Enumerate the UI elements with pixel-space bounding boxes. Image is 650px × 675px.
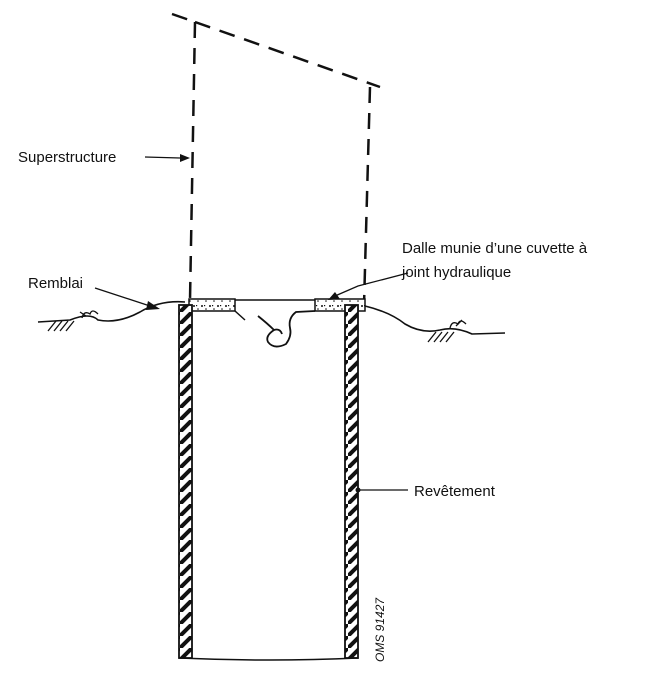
reference-number: OMS 91427 bbox=[373, 597, 387, 662]
superstructure-arrow bbox=[180, 154, 190, 162]
superstructure-outline bbox=[171, 12, 381, 306]
slab-arrow bbox=[328, 292, 340, 300]
label-slab-line1: Dalle munie d’une cuvette à bbox=[402, 240, 588, 257]
lining-dot bbox=[355, 487, 361, 493]
grass-tuft-left bbox=[47, 310, 99, 332]
label-slab-line2: joint hydraulique bbox=[401, 264, 511, 281]
backfill-arrow bbox=[146, 301, 160, 310]
label-backfill: Remblai bbox=[28, 275, 83, 292]
ground-surface bbox=[37, 300, 506, 335]
backfill-leader bbox=[94, 287, 151, 307]
label-lining: Revêtement bbox=[414, 483, 496, 500]
lining-wall-right bbox=[344, 304, 359, 659]
slab-leader bbox=[334, 272, 409, 297]
grass-tuft-right bbox=[427, 319, 467, 343]
lining-wall-left bbox=[178, 304, 193, 659]
pit-bottom bbox=[178, 657, 359, 661]
water-seal-pan bbox=[257, 310, 316, 348]
label-superstructure: Superstructure bbox=[18, 149, 116, 166]
slab bbox=[188, 298, 366, 321]
superstructure-leader bbox=[144, 156, 181, 159]
